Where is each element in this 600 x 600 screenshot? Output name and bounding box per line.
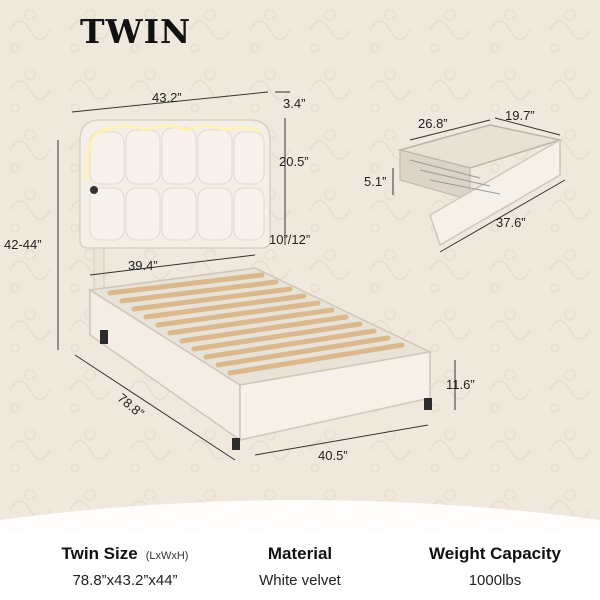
bed-frame <box>87 267 433 450</box>
dimension-lines <box>57 91 566 461</box>
drawer-depth-label: 19.7” <box>505 108 535 123</box>
spec-material-heading: Material <box>267 544 333 563</box>
specs-footer: Twin Size (LxWxH) 78.8”x43.2”x44” Materia… <box>0 530 600 600</box>
spec-size-value: 78.8”x43.2”x44” <box>72 572 178 589</box>
storage-drawer <box>397 124 563 247</box>
side-height-label: 11.6” <box>446 377 475 392</box>
drawer-height-label: 5.1” <box>364 174 387 189</box>
spec-weight: Weight Capacity 1000lbs <box>405 544 585 589</box>
headboard-width-label: 43.2” <box>152 90 182 105</box>
drawer-width-label: 26.8” <box>418 116 448 131</box>
size-title: TWIN <box>80 12 192 51</box>
leg-clearance-label: 10”/12” <box>269 232 311 247</box>
drawer-length-label: 37.6” <box>496 215 526 230</box>
total-height-label: 42-44” <box>4 237 42 252</box>
spec-size: Twin Size (LxWxH) 78.8”x43.2”x44” <box>40 544 210 589</box>
bed-illustration <box>0 0 600 530</box>
headboard <box>79 119 271 339</box>
slat-width-label: 39.4” <box>128 258 158 273</box>
headboard-depth-label: 3.4” <box>283 96 306 111</box>
spec-material-value: White velvet <box>259 572 341 589</box>
spec-size-note: (LxWxH) <box>145 550 189 562</box>
spec-material: Material White velvet <box>225 544 375 589</box>
spec-size-heading: Twin Size <box>61 544 138 563</box>
dimension-panel: TWIN 43.2” 3.4” 20.5” 10”/12” 42-44” 39.… <box>0 0 600 530</box>
bed-width-label: 40.5” <box>318 448 348 463</box>
spec-weight-heading: Weight Capacity <box>429 544 561 563</box>
slats <box>107 272 405 376</box>
spec-weight-value: 1000lbs <box>468 572 522 589</box>
headboard-height-label: 20.5” <box>279 154 309 169</box>
